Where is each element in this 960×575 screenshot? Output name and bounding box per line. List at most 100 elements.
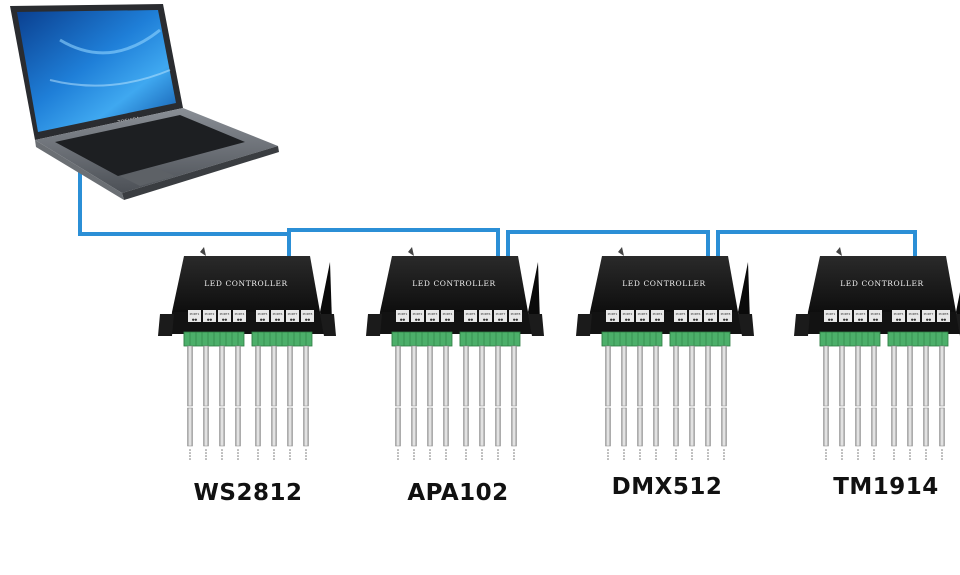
continuation-dot	[675, 458, 677, 460]
antenna-nub	[836, 247, 842, 256]
continuation-dot	[481, 452, 483, 454]
network-cable-4	[716, 230, 917, 258]
continuation-dot	[825, 458, 827, 460]
continuation-dot	[857, 458, 859, 460]
port-label-box	[411, 310, 424, 322]
port-label: PORT3	[220, 312, 230, 316]
port-label: PORT4	[443, 312, 453, 316]
continuation-dot	[397, 455, 399, 457]
svg-text:●●: ●●	[222, 318, 228, 322]
mount-flange-right	[956, 314, 960, 336]
continuation-dot	[607, 449, 609, 451]
continuation-dot	[909, 458, 911, 460]
port-label: PORT4	[653, 312, 663, 316]
port-label-box	[892, 310, 905, 322]
continuation-dot	[941, 455, 943, 457]
port-label-box	[286, 310, 299, 322]
continuation-dot	[607, 455, 609, 457]
controller-label: LED CONTROLLER	[840, 279, 924, 288]
port-label: PORT2	[841, 312, 851, 316]
port-label-box	[426, 310, 439, 322]
svg-text:●●: ●●	[260, 318, 266, 322]
svg-text:●●: ●●	[415, 318, 421, 322]
continuation-dot	[857, 449, 859, 451]
output-wire	[303, 345, 309, 407]
continuation-dot	[925, 452, 927, 454]
port-label-box	[256, 310, 269, 322]
led-controller-ws2812: LED CONTROLLERPORT1●●PORT2●●PORT3●●PORT4…	[158, 247, 336, 460]
continuation-dot	[607, 458, 609, 460]
mount-flange-left	[366, 314, 382, 336]
output-wire	[721, 345, 727, 407]
svg-text:●●: ●●	[723, 318, 729, 322]
continuation-dot	[257, 458, 259, 460]
network-cables	[78, 172, 917, 258]
port-label-box	[441, 310, 454, 322]
chip-label-dmx512: DMX512	[611, 474, 723, 500]
continuation-dot	[639, 449, 641, 451]
output-wire	[395, 345, 401, 407]
output-wire	[871, 345, 877, 407]
port-label-box	[301, 310, 314, 322]
continuation-dot	[707, 458, 709, 460]
continuation-dot	[513, 449, 515, 451]
output-wire	[427, 345, 433, 407]
port-label: PORT8	[303, 312, 313, 316]
continuation-dot	[273, 449, 275, 451]
continuation-dot	[607, 452, 609, 454]
continuation-dot	[445, 449, 447, 451]
continuation-dot	[941, 449, 943, 451]
output-wire	[891, 345, 897, 407]
port-label-box	[494, 310, 507, 322]
output-wire	[443, 345, 449, 407]
continuation-dot	[397, 458, 399, 460]
mount-flange-right	[320, 314, 336, 336]
continuation-dot	[873, 458, 875, 460]
output-wire	[673, 345, 679, 407]
svg-text:●●: ●●	[400, 318, 406, 322]
svg-text:●●: ●●	[445, 318, 451, 322]
port-label: PORT4	[871, 312, 881, 316]
continuation-dot	[925, 458, 927, 460]
continuation-dot	[623, 458, 625, 460]
controller-top	[808, 256, 956, 312]
continuation-dot	[825, 452, 827, 454]
output-wire	[605, 345, 611, 407]
output-wire	[621, 345, 627, 407]
continuation-dot	[273, 458, 275, 460]
continuation-dot	[893, 449, 895, 451]
continuation-dot	[691, 458, 693, 460]
output-wire	[463, 345, 469, 407]
continuation-dot	[257, 455, 259, 457]
controller-top	[590, 256, 738, 312]
continuation-dot	[221, 452, 223, 454]
continuation-dot	[707, 452, 709, 454]
continuation-dot	[675, 449, 677, 451]
svg-text:●●: ●●	[275, 318, 281, 322]
port-label-box	[188, 310, 201, 322]
network-cable-3	[506, 230, 710, 258]
output-wire	[411, 345, 417, 407]
svg-text:●●: ●●	[828, 318, 834, 322]
svg-text:●●: ●●	[625, 318, 631, 322]
port-label-box	[203, 310, 216, 322]
continuation-dot	[497, 449, 499, 451]
continuation-dot	[289, 458, 291, 460]
continuation-dot	[925, 449, 927, 451]
controller-label: LED CONTROLLER	[412, 279, 496, 288]
continuation-dot	[513, 452, 515, 454]
port-label: PORT1	[608, 312, 618, 316]
continuation-dot	[655, 458, 657, 460]
port-label-box	[719, 310, 732, 322]
port-label-box	[218, 310, 231, 322]
continuation-dot	[893, 455, 895, 457]
continuation-dot	[691, 449, 693, 451]
continuation-dot	[429, 458, 431, 460]
port-label-box	[479, 310, 492, 322]
continuation-dot	[675, 452, 677, 454]
continuation-dot	[841, 449, 843, 451]
svg-text:●●: ●●	[708, 318, 714, 322]
output-wire	[287, 345, 293, 407]
chip-label-tm1914: TM1914	[833, 474, 939, 500]
